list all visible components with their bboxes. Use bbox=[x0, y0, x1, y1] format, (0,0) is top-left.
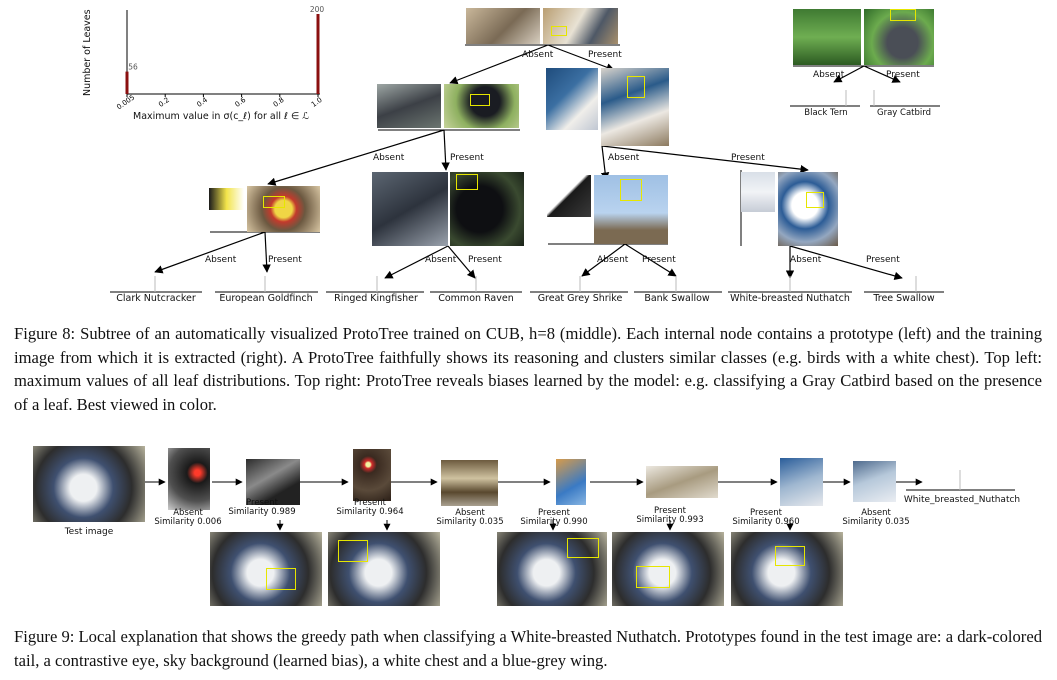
step8-decision: Absent bbox=[861, 508, 891, 518]
training-bank-swallow-image bbox=[594, 175, 668, 244]
training-raven-image bbox=[450, 172, 524, 246]
chart-xlabel: Maximum value in σ(c_ℓ) for all ℓ ∈ ℒ bbox=[133, 111, 310, 122]
training-catbird-image bbox=[864, 9, 934, 65]
figure9-caption: Figure 9: Local explanation that shows t… bbox=[14, 627, 1042, 670]
step7-prototype-image bbox=[780, 458, 823, 506]
label-absent: Absent bbox=[205, 255, 237, 265]
chart-x-tick-label: 0.005 bbox=[115, 93, 136, 111]
prototype-leaf-image bbox=[793, 9, 861, 65]
step1-similarity: Similarity 0.006 bbox=[154, 517, 222, 527]
label-absent: Absent bbox=[373, 153, 405, 163]
test-image bbox=[33, 446, 145, 522]
label-present: Present bbox=[588, 50, 622, 60]
training-root-image bbox=[543, 8, 618, 44]
chart-x-tick-label: 0.4 bbox=[195, 96, 209, 109]
step5-decision: Present bbox=[538, 508, 570, 518]
step4-similarity: Similarity 0.035 bbox=[436, 517, 504, 527]
chart-x-tick-label: 0.8 bbox=[272, 96, 286, 109]
leaf-bank-swallow: Bank Swallow bbox=[644, 293, 710, 304]
label-absent: Absent bbox=[425, 255, 457, 265]
label-present: Present bbox=[268, 255, 302, 265]
chart-bar bbox=[125, 71, 129, 94]
figure8-caption: Figure 8: Subtree of an automatically vi… bbox=[14, 324, 1042, 414]
step1-prototype-image bbox=[168, 448, 210, 510]
step6-localization-image bbox=[612, 532, 724, 606]
step3-prototype-image bbox=[353, 449, 391, 501]
prototype-nuthatch-image bbox=[741, 172, 775, 212]
leaf-clark-nutcracker: Clark Nutcracker bbox=[116, 293, 196, 304]
label-absent: Absent bbox=[522, 50, 554, 60]
chart-x-tick-label: 0.6 bbox=[234, 96, 248, 109]
step3-localization-image bbox=[328, 532, 440, 606]
chart-value-label: 56 bbox=[128, 63, 138, 72]
step3-similarity: Similarity 0.964 bbox=[336, 507, 404, 517]
training-crow-image bbox=[444, 84, 519, 128]
chart-value-label: 200 bbox=[310, 5, 325, 14]
leaf-great-grey-shrike: Great Grey Shrike bbox=[537, 293, 623, 304]
leaf-tree-swallow: Tree Swallow bbox=[873, 293, 935, 304]
step1-decision: Absent bbox=[173, 508, 203, 518]
label-present: Present bbox=[731, 153, 765, 163]
step5-localization-image bbox=[497, 532, 607, 606]
label-present: Present bbox=[450, 153, 484, 163]
step2-similarity: Similarity 0.989 bbox=[228, 507, 296, 517]
prototype-goldfinch-image bbox=[209, 188, 244, 210]
step8-prototype-image bbox=[853, 461, 896, 502]
training-nuthatch-image bbox=[778, 172, 838, 246]
leaf-ringed-kingfisher: Ringed Kingfisher bbox=[334, 293, 418, 304]
step3-decision: Present bbox=[354, 498, 386, 508]
step4-prototype-image bbox=[441, 460, 498, 506]
step6-decision: Present bbox=[654, 506, 686, 516]
test-image-label: Test image bbox=[64, 527, 114, 537]
step7-localization-image bbox=[731, 532, 843, 606]
leaf-black-tern: Black Tern bbox=[804, 108, 848, 118]
label-present: Present bbox=[866, 255, 900, 265]
prototype-swallow-image bbox=[546, 68, 598, 130]
step2-decision: Present bbox=[246, 498, 278, 508]
step2-prototype-image bbox=[246, 459, 300, 505]
leaf-common-raven: Common Raven bbox=[438, 293, 514, 304]
leaf-european-goldfinch: European Goldfinch bbox=[219, 293, 313, 304]
prototype-raven-image bbox=[372, 172, 448, 246]
step5-similarity: Similarity 0.990 bbox=[520, 517, 588, 527]
leaf-gray-catbird: Gray Catbird bbox=[877, 108, 931, 118]
edge-root-absent bbox=[449, 44, 549, 85]
chart-bar bbox=[316, 14, 320, 94]
chart-x-tick-label: 1.0 bbox=[310, 96, 324, 109]
training-swallow-image bbox=[601, 68, 669, 146]
label-present: Present bbox=[886, 70, 920, 80]
label-present: Present bbox=[468, 255, 502, 265]
step7-decision: Present bbox=[750, 508, 782, 518]
chart-ylabel: Number of Leaves bbox=[82, 9, 93, 96]
prototype-crow-image bbox=[377, 84, 441, 128]
label-absent: Absent bbox=[597, 255, 629, 265]
label-absent: Absent bbox=[813, 70, 845, 80]
label-present: Present bbox=[642, 255, 676, 265]
final-leaf-label: White_breasted_Nuthatch bbox=[903, 495, 1021, 505]
step6-prototype-image bbox=[646, 466, 718, 498]
step4-decision: Absent bbox=[455, 508, 485, 518]
step8-similarity: Similarity 0.035 bbox=[842, 517, 910, 527]
leaf-white-breasted-nuthatch: White-breasted Nuthatch bbox=[730, 293, 850, 304]
chart-x-tick-label: 0.2 bbox=[157, 96, 171, 109]
step7-similarity: Similarity 0.960 bbox=[732, 517, 800, 527]
step2-localization-image bbox=[210, 532, 322, 606]
step5-prototype-image bbox=[556, 459, 586, 505]
step6-similarity: Similarity 0.993 bbox=[636, 515, 704, 525]
edge-root-present bbox=[547, 44, 615, 72]
training-goldfinch-image bbox=[247, 186, 320, 232]
prototype-bank-swallow-image bbox=[547, 175, 591, 217]
label-absent: Absent bbox=[790, 255, 822, 265]
label-absent: Absent bbox=[608, 153, 640, 163]
prototype-root-image bbox=[466, 8, 540, 44]
